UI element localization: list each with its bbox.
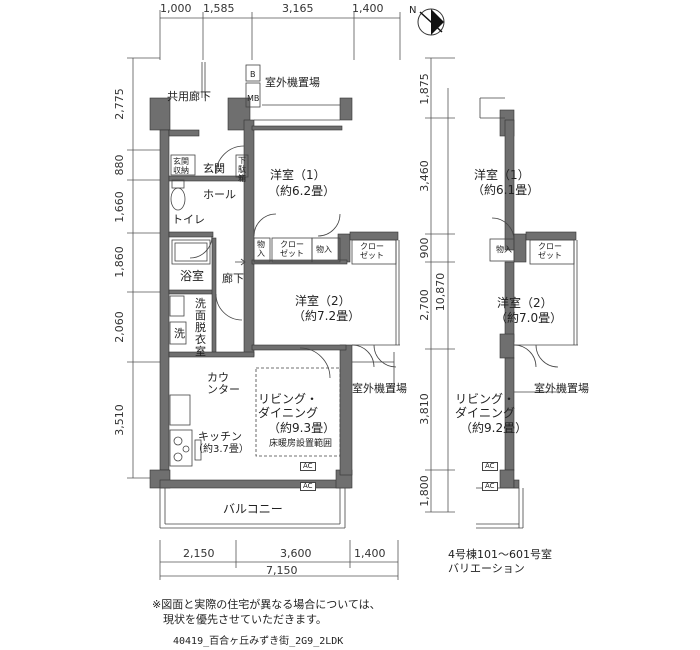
closet-a-label: クロー ゼット [280, 240, 304, 258]
washroom-label: 洗 面 脱 衣 室 [195, 297, 206, 358]
right-dim-4: 2,700 [418, 289, 431, 321]
shoe-box-label: 下 駄 箱 [238, 156, 246, 183]
bottom-dim-3: 1,400 [354, 547, 386, 560]
var-western-room-2-label: 洋室（2） [497, 296, 553, 310]
var-closet-label: クロー ゼット [538, 242, 562, 260]
left-dim-6: 3,510 [113, 404, 126, 436]
right-dim-1: 1,875 [418, 73, 431, 105]
right-dim-3: 900 [418, 237, 431, 259]
variation-caption-2: バリエーション [448, 562, 525, 575]
left-dim-1: 2,775 [113, 88, 126, 120]
kitchen-label: キッチン [198, 430, 242, 443]
western-room-2-size: （約7.2畳） [293, 309, 361, 323]
ac-unit-2: AC [300, 482, 316, 491]
right-dim-2: 3,460 [418, 160, 431, 192]
bottom-dim-1: 2,150 [183, 547, 215, 560]
top-dim-4: 1,400 [352, 2, 384, 15]
var-western-room-1-label: 洋室（1） [474, 168, 530, 182]
mb-label: MB [247, 94, 260, 103]
western-room-1-size: （約6.2畳） [268, 184, 336, 198]
disclaimer-line-2: 現状を優先させていただきます。 [163, 613, 327, 626]
var-living-dining-label: リビング・ ダイニング [455, 392, 516, 420]
left-dim-3: 1,660 [113, 191, 126, 223]
western-room-1-label: 洋室（1） [270, 168, 326, 182]
footer-code: 40419_百合ヶ丘みずき街_2G9_2LDK [173, 636, 344, 647]
var-outdoor-unit-area-label: 室外機置場 [534, 382, 589, 395]
right-total-dim: 10,870 [434, 272, 447, 312]
disclaimer-line-1: ※図面と実際の住宅が異なる場合については、 [152, 598, 381, 611]
variation-caption-1: 4号棟101～601号室 [448, 548, 552, 561]
var-western-room-1-size: （約6.1畳） [472, 183, 540, 197]
bottom-total-dim: 7,150 [266, 564, 298, 577]
storage-b-label: 物入 [316, 245, 332, 254]
living-dining-label: リビング・ ダイニング [258, 392, 319, 420]
b-label: B [250, 70, 256, 79]
north-compass-icon [417, 8, 445, 36]
left-dim-5: 2,060 [113, 311, 126, 343]
var-western-room-2-size: （約7.0畳） [495, 311, 563, 325]
genkan-storage-label: 玄関 収納 [173, 157, 189, 175]
outdoor-unit-area-label: 室外機置場 [265, 76, 320, 89]
toilet-label: トイレ [172, 213, 205, 226]
compass-label: N [409, 5, 417, 16]
outdoor-unit-area-2-label: 室外機置場 [352, 382, 407, 395]
balcony-label: バルコニー [223, 502, 283, 516]
storage-a-label: 物 入 [257, 240, 265, 258]
right-dim-5: 3,810 [418, 393, 431, 425]
var-living-dining-size: （約9.2畳） [460, 421, 528, 435]
washer-label: 洗 [174, 327, 185, 340]
kitchen-size: （約3.7畳） [193, 444, 249, 455]
var-ac-unit-2: AC [482, 482, 498, 491]
ac-unit-1: AC [300, 462, 316, 471]
genkan-label: 玄関 [203, 162, 225, 175]
top-dim-1: 1,000 [160, 2, 192, 15]
top-dim-3: 3,165 [282, 2, 314, 15]
hall-label: ホール [203, 188, 236, 201]
western-room-2-label: 洋室（2） [295, 294, 351, 308]
common-corridor-label: 共用廊下 [167, 90, 211, 103]
floor-heating-label: 床暖房設置範囲 [269, 439, 333, 449]
closet-b-label: クロー ゼット [360, 242, 384, 260]
bath-label: 浴室 [180, 269, 205, 283]
left-dim-4: 1,860 [113, 246, 126, 278]
living-dining-size: （約9.3畳） [268, 421, 336, 435]
top-dim-2: 1,585 [203, 2, 235, 15]
counter-label: カウ ンター [207, 371, 240, 396]
bottom-dim-2: 3,600 [280, 547, 312, 560]
var-ac-unit-1: AC [482, 462, 498, 471]
var-storage-label: 物入 [496, 245, 512, 254]
hallway-label: 廊下 [222, 272, 244, 285]
left-dim-2: 880 [113, 154, 126, 176]
right-dim-6: 1,800 [418, 475, 431, 507]
